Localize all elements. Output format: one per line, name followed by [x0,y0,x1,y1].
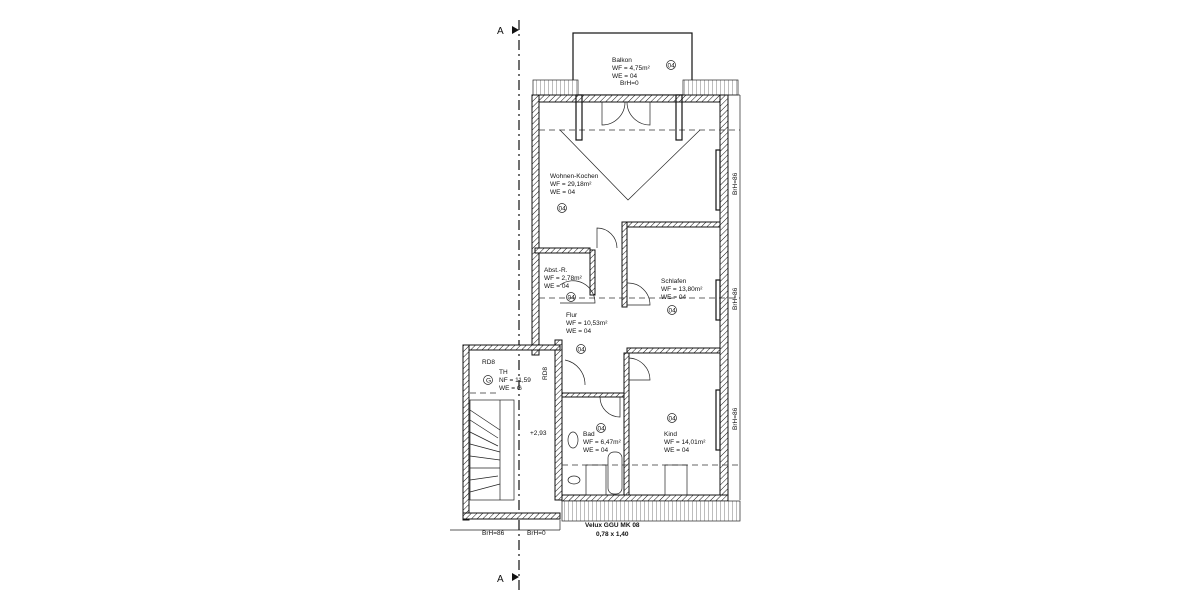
room-unit: WE = 04 [550,189,575,196]
room-area: NF = 11,59 [499,377,531,384]
unit-badge: 04 [578,347,586,354]
section-mark-top: A [497,26,504,37]
room-name: Abst.-R. [544,267,568,274]
sink [585,464,607,496]
section-line: A A [497,20,520,592]
room-area: WF = 13,80m² [661,286,703,293]
room-unit: WE = G [499,385,522,392]
toilet [567,475,581,485]
room-area: WF = 14,01m² [664,439,706,446]
room-unit: WE = 04 [664,447,689,454]
staircase [469,392,515,501]
unit-badge: 04 [598,426,606,433]
room-name: TH [499,369,508,376]
section-mark-bottom: A [497,574,504,585]
roof-pitch-label: RD8 [482,359,495,366]
room-unit: WE = 04 [661,294,686,301]
room-unit: WE = 04 [612,73,637,80]
room-name: Wohnen-Kochen [550,173,599,180]
room-unit: WE = 04 [566,328,591,335]
room-area: WF = 29,18m² [550,181,592,188]
unit-badge: 04 [559,206,567,213]
sill-height-label: BrH=0 [527,530,546,537]
room-abstellraum: Abst.-R. WF = 2,78m² WE = 04 04 [544,267,583,302]
walls [462,94,729,521]
room-area: WF = 6,47m² [583,439,622,446]
room-unit: WE = 04 [583,447,608,454]
bathtub [607,451,623,495]
unit-badge: 04 [568,295,576,302]
room-wohnen-kochen: Wohnen-Kochen WF = 29,18m² WE = 04 04 [550,173,599,213]
room-name: Flur [566,312,578,319]
sill-height-label: BrH=86 [482,530,505,537]
room-flur: Flur WF = 10,53m² WE = 04 04 [566,312,608,354]
unit-badge: 04 [669,416,677,423]
velux-size: 0,78 x 1,40 [596,531,629,538]
room-area: WF = 10,53m² [566,320,608,327]
room-treppenhaus: TH NF = 11,59 WE = G G [483,369,531,392]
sill-height-label: BrH=86 [732,172,739,195]
unit-badge: 04 [669,308,677,315]
room-kind: Kind WF = 14,01m² WE = 04 04 [664,413,706,454]
room-balkon: Balkon WF = 4,75m² WE = 04 BrH=0 04 [612,57,676,87]
room-name: Bad [583,431,595,438]
sill-height-label: BrH=86 [732,407,739,430]
room-bad: Bad WF = 6,47m² WE = 04 04 [583,423,622,454]
toilet [567,431,579,449]
sill-height-label: BrH=86 [732,287,739,310]
room-name: Balkon [612,57,632,64]
room-schlafen: Schlafen WF = 13,80m² WE = 04 04 [661,278,703,315]
sill-height: BrH=0 [620,80,639,87]
room-unit: WE = 04 [544,283,569,290]
level-label: +2,93 [530,430,547,437]
unit-badge: 04 [668,63,676,70]
roof-pitch-label: RD8 [542,367,549,380]
room-name: Schlafen [661,278,687,285]
room-area: WF = 2,78m² [544,275,583,282]
room-area: WF = 4,75m² [612,65,651,72]
room-name: Kind [664,431,677,438]
velux-name: Velux GGU MK 08 [585,522,640,529]
unit-badge: G [486,378,491,385]
window-frame [664,464,688,496]
